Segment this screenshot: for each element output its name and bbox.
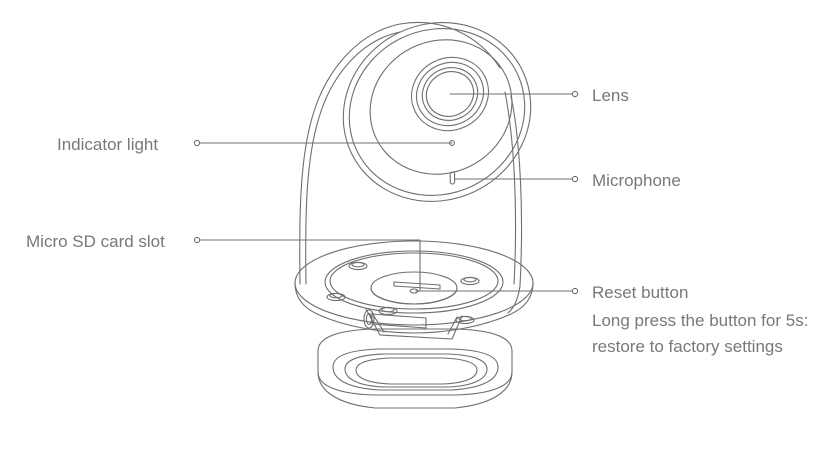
leader-marker-micro-sd-card-slot: [193, 236, 201, 244]
stand-puck-ring-inner: [344, 353, 488, 388]
camera-body-left-profile: [299, 21, 501, 285]
screw-hole: [326, 292, 346, 302]
bracket-edge-right: [447, 316, 458, 335]
callout-leader-lines: [193, 90, 579, 295]
callout-description-line-1: Long press the button for 5s:: [592, 311, 809, 330]
center-boss: [370, 271, 458, 305]
screw-hole: [460, 276, 480, 286]
head-face-outer-rim: [342, 22, 532, 202]
callout-title-microphone: Microphone: [592, 171, 681, 190]
pivot-barrel-bore: [365, 313, 373, 325]
callout-title-reset-button: Reset button: [592, 283, 689, 302]
base-inner-ring-2: [329, 252, 499, 310]
micro-sd-card-slot-opening: [393, 281, 441, 290]
pivot-barrel-cap: [363, 309, 375, 329]
head-face-outer-rim-inner: [348, 28, 526, 196]
callout-label-lens: Lens: [592, 83, 629, 109]
base-plate-rim-thickness: [294, 282, 534, 334]
callout-indicator-light: [193, 139, 453, 147]
lens-ring-inner: [421, 67, 479, 121]
bracket-body: [365, 308, 463, 340]
microphone-slot-opening: [449, 171, 456, 185]
callout-title-micro-sd-card-slot: Micro SD card slot: [26, 232, 165, 251]
callout-lens: [449, 90, 579, 98]
callout-description-reset-button: Long press the button for 5s: restore to …: [592, 308, 808, 360]
screw-hole: [348, 261, 368, 271]
microphone-slot: [449, 171, 456, 185]
leader-marker-indicator-light: [193, 139, 201, 147]
stand-puck-ring-center: [355, 357, 478, 385]
lens-ring-outer: [411, 56, 489, 132]
camera-body: [299, 21, 523, 314]
camera-body-left-profile-inner: [305, 31, 401, 285]
lens-assembly: [411, 56, 489, 132]
camera-base-plate: [294, 240, 534, 334]
callout-reset-button: [415, 287, 579, 295]
leader-line-micro-sd-card-slot: [196, 239, 421, 291]
leader-marker-microphone: [571, 175, 579, 183]
callout-label-reset-button: Reset button: [592, 280, 688, 306]
callout-micro-sd-card-slot: [193, 236, 421, 291]
stand-puck: [317, 328, 513, 409]
center-boss-side: [370, 287, 458, 305]
camera-head-face: [342, 22, 532, 202]
callout-label-micro-sd-card-slot: Micro SD card slot: [26, 229, 165, 255]
screw-hole: [378, 306, 398, 316]
callout-label-microphone: Microphone: [592, 168, 681, 194]
callout-label-indicator-light: Indicator light: [57, 132, 158, 158]
head-face-plate: [369, 39, 513, 175]
callout-title-indicator-light: Indicator light: [57, 135, 159, 154]
lens-glass: [425, 71, 475, 117]
callout-description-line-2: restore to factory settings: [592, 337, 783, 356]
stand-puck-ring-outer: [332, 348, 499, 391]
callout-title-lens: Lens: [592, 86, 629, 105]
leader-marker-lens: [571, 90, 579, 98]
base-inner-ring: [324, 250, 504, 314]
base-screw-holes: [326, 261, 480, 325]
lens-ring-middle: [416, 61, 484, 127]
callout-microphone: [454, 175, 579, 183]
stand-puck-side-wall: [317, 371, 513, 409]
leader-marker-reset-button: [571, 287, 579, 295]
camera-body-right-edge-inner: [504, 91, 517, 285]
